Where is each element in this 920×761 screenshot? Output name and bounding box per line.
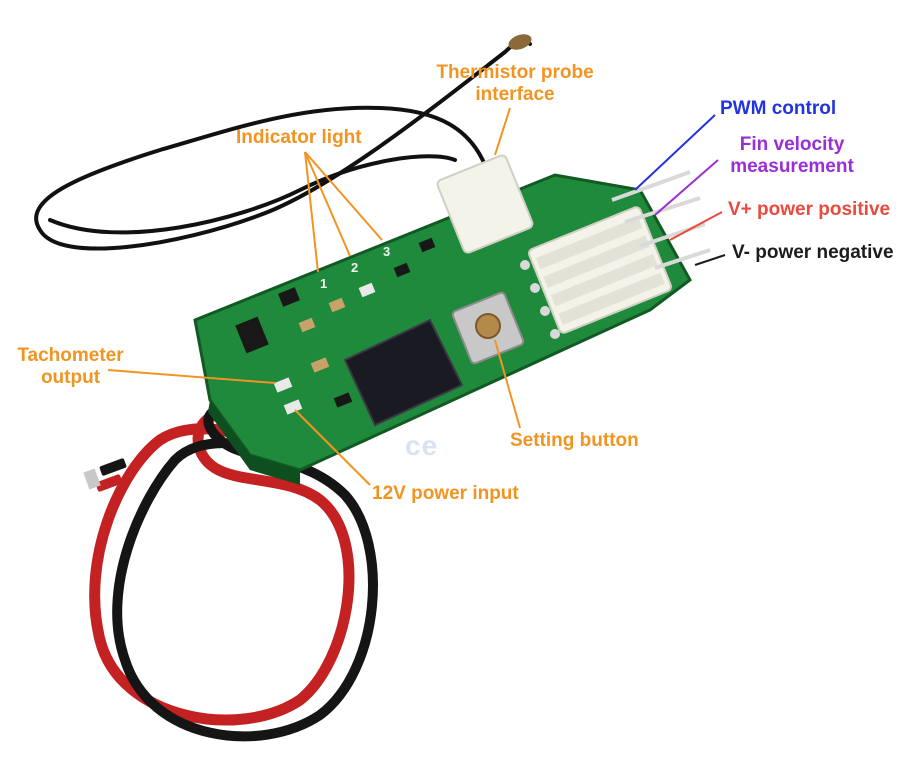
vminus-label: V- power negative bbox=[732, 242, 894, 263]
indicator-number-3: 3 bbox=[383, 244, 391, 259]
leader-vplus bbox=[669, 211, 723, 241]
pin-fin bbox=[624, 196, 701, 224]
vplus-label: V+ power positive bbox=[728, 199, 891, 220]
solder-pad bbox=[550, 329, 560, 339]
wire-tip-silver bbox=[83, 468, 101, 490]
indicator-label: Indicator light bbox=[236, 127, 362, 148]
solder-pad bbox=[540, 306, 550, 316]
pin-vminus bbox=[654, 248, 711, 270]
pcb-board-edge bbox=[208, 400, 300, 485]
leader-indicator-2 bbox=[304, 151, 351, 257]
smd-component bbox=[298, 317, 316, 333]
indicator-number-2: 2 bbox=[351, 260, 359, 275]
smd-component bbox=[393, 262, 411, 278]
thermistor-probe-tip bbox=[508, 34, 532, 50]
thermistor-label: Thermistor probe interface bbox=[425, 62, 605, 106]
solder-pad bbox=[530, 283, 540, 293]
leader-tach bbox=[107, 369, 276, 384]
indicator-number-1: 1 bbox=[320, 276, 328, 291]
smd-component bbox=[418, 237, 436, 253]
smd-component bbox=[278, 287, 300, 307]
leader-pwm bbox=[634, 114, 716, 191]
fin-velocity-label: Fin velocity measurement bbox=[722, 134, 862, 178]
ic-chip bbox=[343, 318, 464, 427]
red-power-wire bbox=[89, 404, 355, 726]
solder-pad bbox=[520, 260, 530, 270]
leader-power-input bbox=[294, 409, 371, 486]
smd-component bbox=[328, 297, 346, 313]
leader-indicator-1 bbox=[304, 151, 319, 273]
leader-thermistor bbox=[494, 107, 511, 156]
thermistor-wire-lead bbox=[48, 154, 457, 235]
wire-end-red bbox=[95, 474, 123, 492]
thermistor-label-line2: interface bbox=[475, 84, 555, 105]
smd-component bbox=[310, 357, 330, 373]
smd-component bbox=[235, 316, 269, 354]
smd-component bbox=[358, 282, 376, 298]
leader-vminus bbox=[694, 254, 726, 266]
thermistor-connector bbox=[436, 154, 534, 254]
fan-connector bbox=[528, 206, 672, 334]
pwm-label: PWM control bbox=[720, 98, 837, 119]
thermistor-wire bbox=[34, 39, 532, 251]
leader-indicator-3 bbox=[304, 151, 383, 241]
power-input-label: 12V power input bbox=[372, 483, 519, 504]
tachometer-label-line1: Tachometer bbox=[17, 345, 124, 366]
leader-fin bbox=[654, 159, 719, 216]
tachometer-label: Tachometer output bbox=[8, 345, 133, 389]
setting-button-cap bbox=[475, 313, 501, 339]
fin-velocity-label-line1: Fin velocity bbox=[739, 134, 845, 155]
watermark: ce bbox=[405, 430, 439, 461]
smd-component bbox=[283, 399, 303, 415]
tachometer-label-line2: output bbox=[40, 367, 101, 388]
fin-velocity-label-line2: measurement bbox=[730, 156, 854, 177]
leader-setting bbox=[494, 339, 521, 429]
wire-end-black bbox=[99, 458, 127, 476]
thermistor-label-line1: Thermistor probe bbox=[436, 62, 594, 83]
smd-component bbox=[273, 377, 293, 393]
smd-component bbox=[333, 392, 353, 408]
setting-button-label: Setting button bbox=[510, 430, 639, 451]
pin-pwm bbox=[611, 170, 691, 202]
black-power-wire bbox=[112, 401, 378, 742]
